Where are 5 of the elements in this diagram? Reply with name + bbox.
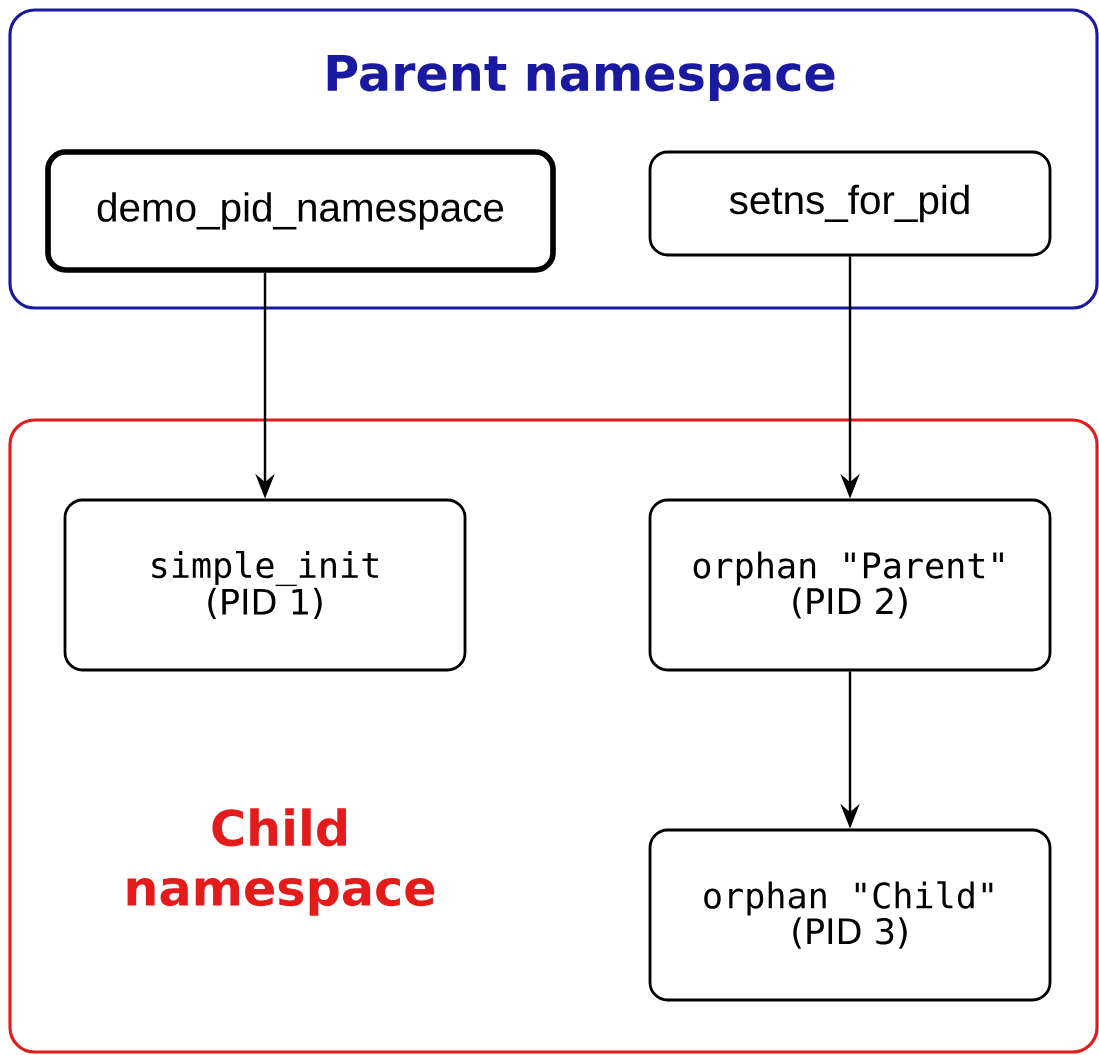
process-box: orphan "Child" (PID 3)	[648, 828, 1052, 1002]
process-box: demo_pid_namespace	[45, 149, 556, 273]
process-box: orphan "Parent" (PID 2)	[648, 498, 1052, 672]
process-box: simple_init (PID 1)	[63, 498, 467, 672]
process-box: setns_for_pid	[648, 150, 1052, 257]
